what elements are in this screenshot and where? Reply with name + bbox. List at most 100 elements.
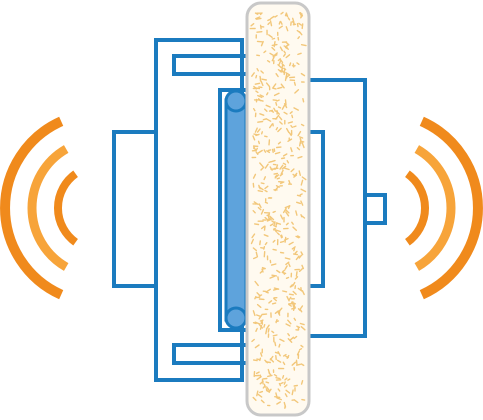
panel-speckle — [278, 116, 283, 121]
panel-speckle — [286, 159, 290, 164]
panel-speckle — [284, 205, 291, 209]
panel-speckle — [280, 214, 284, 220]
panel-speckle — [269, 166, 273, 171]
panel-speckle — [301, 290, 305, 296]
panel-speckle — [259, 75, 262, 80]
panel-speckle — [272, 54, 278, 58]
panel-speckle — [276, 401, 281, 405]
panel-speckle — [260, 70, 264, 74]
panel-speckle — [251, 338, 255, 343]
panel-speckle — [284, 384, 288, 388]
panel-speckle — [282, 153, 288, 157]
panel-speckle — [273, 41, 276, 48]
left-wave-arc — [54, 170, 79, 246]
panel-speckle — [264, 185, 269, 190]
panel-speckle — [283, 353, 287, 357]
panel-speckle — [265, 381, 270, 384]
panel-speckle — [291, 221, 294, 225]
insulated-panel — [245, 1, 311, 417]
panel-speckle — [294, 276, 299, 280]
panel-speckle — [300, 44, 307, 47]
panel-speckle — [256, 314, 262, 318]
panel-speckle — [300, 72, 306, 77]
panel-speckle — [285, 261, 290, 266]
panel-speckle — [295, 210, 298, 216]
panel-speckle — [255, 251, 259, 258]
panel-speckle — [290, 124, 293, 129]
panel-speckle — [296, 363, 302, 366]
panel-speckle — [267, 22, 271, 26]
panel-speckle — [296, 350, 300, 356]
left-wave-arc — [0, 116, 64, 300]
seal-bar — [224, 98, 248, 322]
panel-speckle — [285, 12, 289, 18]
panel-speckle — [271, 302, 277, 305]
panel-speckle — [264, 201, 269, 204]
left-bottom-clip — [172, 343, 250, 365]
seal-top-bead — [224, 89, 248, 113]
panel-speckle — [284, 167, 290, 171]
panel-speckle — [280, 234, 283, 239]
panel-speckle — [255, 74, 258, 79]
panel-speckle — [263, 225, 266, 231]
panel-speckle — [283, 381, 286, 385]
panel-speckle — [299, 141, 302, 147]
panel-speckle — [299, 305, 304, 311]
panel-speckle — [298, 170, 301, 177]
panel-speckle — [252, 310, 256, 317]
insulated-glass-panel-icon — [245, 1, 311, 417]
panel-speckle — [281, 64, 284, 69]
panel-speckle — [259, 390, 264, 394]
panel-speckle — [291, 389, 294, 396]
panel-speckle — [265, 328, 268, 335]
left-wave-arc — [27, 145, 69, 271]
panel-speckle — [266, 288, 271, 292]
panel-speckle — [288, 293, 294, 296]
panel-speckle — [302, 97, 305, 103]
panel-speckle — [280, 169, 284, 175]
panel-speckle — [292, 305, 296, 311]
panel-speckle — [269, 275, 276, 279]
panel-speckle — [274, 396, 281, 399]
panel-speckle — [265, 118, 272, 122]
panel-speckle — [300, 200, 304, 206]
panel-speckle — [292, 290, 297, 295]
panel-speckle — [301, 176, 307, 181]
panel-speckle — [256, 31, 263, 33]
panel-speckle — [264, 135, 268, 138]
panel-speckle — [269, 52, 275, 57]
panel-speckle — [275, 101, 278, 106]
panel-speckle — [270, 159, 276, 163]
sound-waves-right-icon — [404, 116, 483, 300]
panel-speckle — [272, 248, 277, 251]
panel-speckle — [252, 247, 257, 252]
panel-speckle — [263, 149, 267, 153]
panel-speckle — [252, 322, 257, 325]
panel-speckle — [261, 268, 264, 273]
panel-speckle — [260, 208, 265, 215]
panel-speckle — [270, 263, 277, 266]
panel-speckle — [266, 92, 269, 96]
panel-speckle — [278, 25, 283, 29]
panel-speckle — [255, 17, 262, 20]
panel-speckle — [276, 232, 280, 236]
panel-speckle — [293, 107, 299, 111]
panel-speckle — [284, 257, 291, 260]
panel-speckle — [287, 121, 293, 124]
panel-speckle — [258, 86, 263, 89]
panel-speckle — [300, 251, 304, 256]
panel-speckle — [294, 250, 298, 254]
panel-speckle — [273, 172, 279, 175]
panel-speckle — [301, 398, 306, 401]
panel-speckle — [285, 355, 289, 359]
left-top-clip — [172, 54, 250, 76]
panel-speckle — [280, 20, 283, 25]
panel-speckle — [291, 361, 297, 366]
left-outer-block — [112, 130, 158, 288]
panel-speckle — [259, 24, 262, 30]
panel-speckle — [292, 17, 295, 24]
panel-speckle — [256, 292, 261, 297]
panel-speckle — [287, 138, 293, 143]
panel-speckle — [271, 330, 275, 334]
